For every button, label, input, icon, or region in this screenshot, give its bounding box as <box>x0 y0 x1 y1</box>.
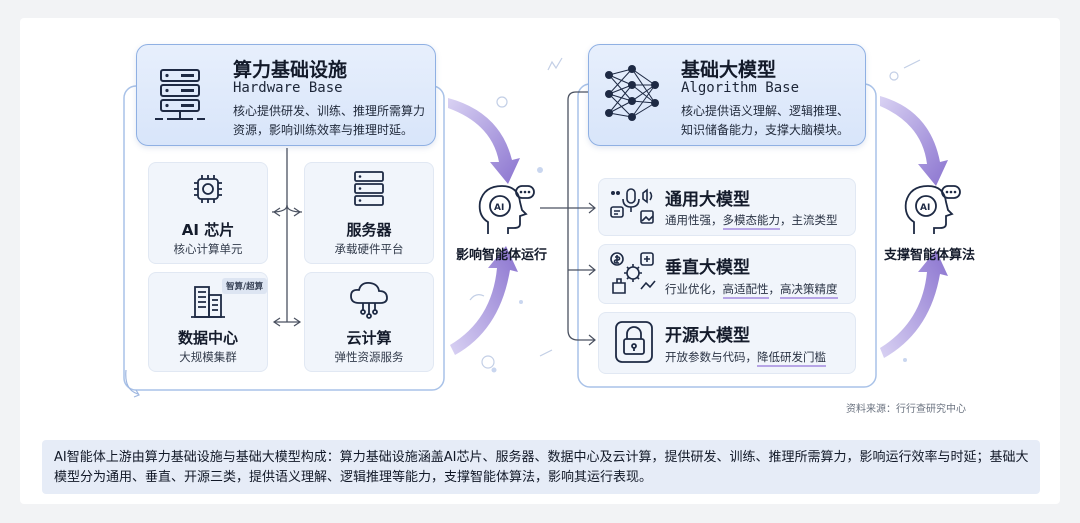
open-source-model-highlight: 降低研发门槛 <box>757 350 826 367</box>
ai-chip-icon <box>190 171 226 211</box>
data-center-badge: 智算/超算 <box>222 278 268 294</box>
right-label: 支撑智能体算法 <box>884 248 976 263</box>
vertical-model-desc: 行业优化，高适配性，高决策精度 <box>665 281 838 299</box>
server-rack-icon <box>151 67 209 129</box>
cloud-icon <box>347 279 391 325</box>
svg-text:AI: AI <box>920 203 930 213</box>
center-label: 影响智能体运行 <box>456 248 548 263</box>
neural-network-icon <box>601 63 663 129</box>
vertical-model-highlight-1: 高适配性 <box>722 282 769 299</box>
ai-chip-sub: 核心计算单元 <box>173 242 243 256</box>
vertical-model-desc-a: 行业优化， <box>665 282 723 296</box>
right-ai-head-icon: AI <box>900 182 966 244</box>
hardware-item-server: 服务器 承载硬件平台 <box>304 162 434 264</box>
algorithm-header: 基础大模型 Algorithm Base 核心提供语义理解、逻辑推理、 知识储备… <box>588 44 866 146</box>
hardware-desc-line1: 核心提供研发、训练、推理所需算力 <box>233 104 426 118</box>
arrow-algorithm-to-right-bottom <box>880 250 948 358</box>
hardware-desc-line2: 资源，影响训练效率与推理时延。 <box>233 123 414 137</box>
data-center-sub: 大规模集群 <box>179 350 237 364</box>
arrow-algorithm-to-right <box>880 96 948 186</box>
open-source-model-desc: 开放参数与代码，降低研发门槛 <box>665 349 826 367</box>
vertical-model-title: 垂直大模型 <box>665 258 750 278</box>
ai-chip-title: AI 芯片 <box>181 221 235 239</box>
caption-text: AI智能体上游由算力基础设施与基础大模型构成：算力基础设施涵盖AI芯片、服务器、… <box>54 450 1029 485</box>
source-note: 资料来源：行行查研究中心 <box>846 404 966 415</box>
svg-text:AI: AI <box>494 203 504 213</box>
algorithm-title: 基础大模型 <box>681 59 777 81</box>
general-model-desc-b: ，主流类型 <box>780 213 838 227</box>
algorithm-subtitle: Algorithm Base <box>681 80 800 96</box>
hardware-title: 算力基础设施 <box>233 59 348 81</box>
algorithm-desc: 核心提供语义理解、逻辑推理、 知识储备能力，支撑大脑模块。 <box>681 102 861 140</box>
model-item-open-source: 开源大模型 开放参数与代码，降低研发门槛 <box>598 312 856 374</box>
hardware-subtitle: Hardware Base <box>233 80 343 96</box>
hardware-desc: 核心提供研发、训练、推理所需算力 资源，影响训练效率与推理时延。 <box>233 102 433 140</box>
arrow-hardware-to-center-bottom <box>450 246 518 355</box>
algorithm-desc-line1: 核心提供语义理解、逻辑推理、 <box>681 104 850 118</box>
model-item-vertical: 垂直大模型 行业优化，高适配性，高决策精度 <box>598 244 856 304</box>
data-center-title: 数据中心 <box>177 329 238 347</box>
general-model-desc-a: 通用性强， <box>665 213 723 227</box>
server-sub: 承载硬件平台 <box>334 242 404 256</box>
center-ai-head-icon: AI <box>474 182 540 244</box>
industry-icon <box>609 251 657 301</box>
vertical-model-highlight-2: 高决策精度 <box>780 282 838 299</box>
server-icon <box>349 169 389 213</box>
open-source-model-desc-a: 开放参数与代码， <box>665 350 757 364</box>
cloud-title: 云计算 <box>346 329 392 347</box>
algorithm-desc-line2: 知识储备能力，支撑大脑模块。 <box>681 123 850 137</box>
arrow-hardware-to-center <box>448 98 520 184</box>
cloud-sub: 弹性资源服务 <box>334 350 404 364</box>
hardware-item-ai-chip: AI 芯片 核心计算单元 <box>148 162 268 264</box>
model-item-general: 通用大模型 通用性强，多模态能力，主流类型 <box>598 178 856 236</box>
server-title: 服务器 <box>346 221 392 239</box>
multimodal-icon <box>609 185 657 233</box>
open-source-model-title: 开源大模型 <box>665 326 750 346</box>
vertical-model-desc-b: ， <box>768 282 781 296</box>
data-center-icon <box>187 281 227 325</box>
general-model-title: 通用大模型 <box>665 190 750 210</box>
hardware-item-cloud: 云计算 弹性资源服务 <box>304 272 434 372</box>
general-model-highlight: 多模态能力 <box>722 213 780 230</box>
hardware-header: 算力基础设施 Hardware Base 核心提供研发、训练、推理所需算力 资源… <box>136 44 436 146</box>
caption-box: AI智能体上游由算力基础设施与基础大模型构成：算力基础设施涵盖AI芯片、服务器、… <box>42 440 1040 494</box>
general-model-desc: 通用性强，多模态能力，主流类型 <box>665 212 838 230</box>
lock-icon <box>613 319 655 369</box>
